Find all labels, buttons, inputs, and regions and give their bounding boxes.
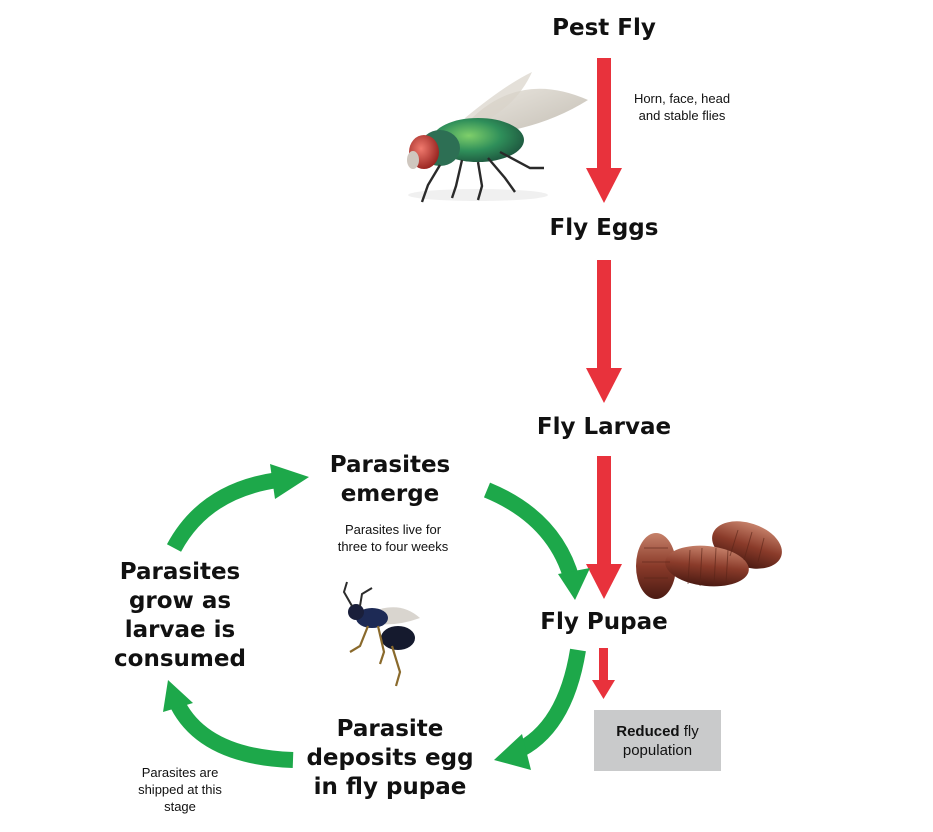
- fly-photo: [407, 72, 588, 203]
- red-arrow-larvae-to-pupae: [586, 456, 622, 599]
- label-parasites-grow-line4: consumed: [114, 646, 246, 672]
- green-arrow-deposit-to-grow: [170, 701, 294, 768]
- label-parasites-emerge-line1: Parasites: [329, 452, 451, 478]
- label-parasites-emerge-line2: emerge: [340, 481, 440, 507]
- label-parasites-grow-line1: Parasites: [119, 559, 241, 585]
- label-parasites-grow-line2: grow as: [128, 588, 232, 614]
- label-fly-larvae: Fly Larvae: [536, 414, 672, 440]
- pupae-photo: [636, 521, 782, 599]
- label-parasites-emerge: Parasites emerge: [300, 451, 480, 509]
- label-parasite-deposits-line1: Parasite: [336, 716, 444, 742]
- label-parasite-deposits-line2: deposits egg: [306, 745, 474, 771]
- green-arrowhead-1: [270, 464, 309, 499]
- red-arrow-pestfly-to-eggs: [586, 58, 622, 203]
- label-parasite-deposits-line3: in fly pupae: [313, 774, 467, 800]
- note-shipping-stage-line2: shipped at this: [138, 782, 222, 797]
- reduced-population-line1: Reduced fly: [616, 722, 699, 741]
- label-parasite-deposits: Parasite deposits egg in fly pupae: [300, 715, 480, 802]
- note-fly-types-line2: and stable flies: [638, 108, 726, 123]
- green-arrow-grow-to-emerge: [166, 472, 280, 552]
- note-parasites-lifespan: Parasites live for three to four weeks: [318, 521, 468, 555]
- green-arrow-emerge-to-pupae: [483, 482, 580, 583]
- green-arrowhead-4: [163, 680, 193, 712]
- red-arrow-eggs-to-larvae: [586, 260, 622, 403]
- fly-word: fly: [683, 722, 699, 740]
- population-word: population: [622, 741, 693, 759]
- note-shipping-stage: Parasites are shipped at this stage: [120, 764, 240, 815]
- green-arrow-pupae-to-deposit: [511, 648, 586, 760]
- label-fly-eggs: Fly Eggs: [549, 215, 659, 241]
- note-parasites-lifespan-line2: three to four weeks: [337, 539, 449, 554]
- red-arrow-pupae-to-reduced: [592, 648, 615, 699]
- note-fly-types: Horn, face, head and stable flies: [622, 90, 742, 124]
- wasp-photo: [342, 581, 420, 687]
- reduced-population-box: Reduced fly population: [594, 710, 721, 771]
- label-parasites-grow: Parasites grow as larvae is consumed: [90, 558, 270, 674]
- label-pest-fly: Pest Fly: [552, 15, 656, 41]
- reduced-word: Reduced: [616, 722, 680, 740]
- note-fly-types-line1: Horn, face, head: [633, 91, 731, 106]
- note-parasites-lifespan-line1: Parasites live for: [344, 522, 442, 537]
- note-shipping-stage-line3: stage: [164, 799, 196, 814]
- label-parasites-grow-line3: larvae is: [124, 617, 236, 643]
- label-fly-pupae: Fly Pupae: [540, 609, 668, 635]
- note-shipping-stage-line1: Parasites are: [141, 765, 219, 780]
- green-arrowhead-2: [558, 568, 590, 600]
- green-arrowhead-3: [494, 734, 531, 770]
